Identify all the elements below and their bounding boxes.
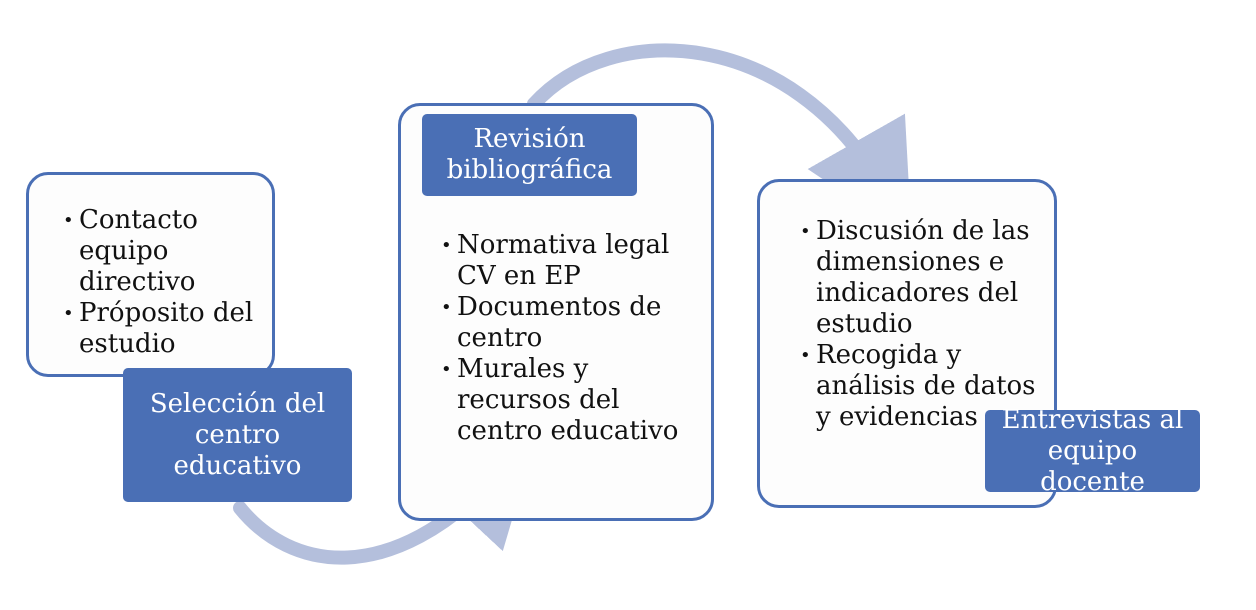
step2-items: Normativa legal CV en EP Documentos de c… xyxy=(441,230,701,447)
step1-title: Selección del centro educativo xyxy=(123,368,352,502)
step2-item-murales: Murales y recursos del centro educativo xyxy=(441,354,701,447)
step1-item-contacto: Contacto equipo directivo xyxy=(63,205,262,298)
step3-item-recogida: Recogida y análisis de datos y evidencia… xyxy=(800,340,1044,433)
step3-card: Discusión de las dimensiones e indicador… xyxy=(757,179,1057,508)
arrow-step2-to-step3 xyxy=(527,43,912,239)
step2-title: Revisión bibliográfica xyxy=(422,114,637,196)
step3-items: Discusión de las dimensiones e indicador… xyxy=(800,216,1044,433)
step1-item-proposito: Próposito del estudio xyxy=(63,298,262,360)
step2-item-documentos: Documentos de centro xyxy=(441,292,701,354)
step2-item-normativa: Normativa legal CV en EP xyxy=(441,230,701,292)
step3-title: Entrevistas al equipo docente xyxy=(985,405,1200,497)
step1-items: Contacto equipo directivo Próposito del … xyxy=(63,205,262,360)
step1-card: Contacto equipo directivo Próposito del … xyxy=(26,172,275,377)
step3-item-discusion: Discusión de las dimensiones e indicador… xyxy=(800,216,1044,340)
